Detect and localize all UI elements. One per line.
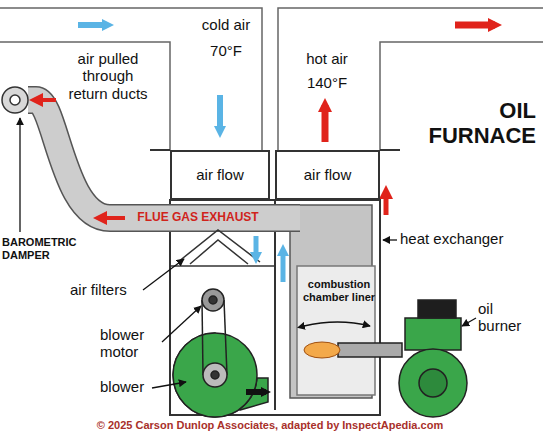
part-label: blower [100, 378, 152, 395]
return-duct [0, 42, 170, 150]
leader-lines [462, 318, 476, 326]
oil-burner [418, 300, 456, 318]
airflow-arrows [281, 250, 286, 282]
blower [202, 289, 224, 311]
flue-pipe [28, 100, 300, 218]
airflow-arrows [217, 95, 223, 132]
leader-lines [20, 118, 476, 388]
flue-pipe [28, 100, 300, 218]
air-filter [190, 240, 248, 264]
oil-burner [338, 300, 467, 417]
airflow-arrows [36, 25, 495, 392]
part-label: oil burner [478, 300, 540, 335]
title-label: OIL FURNACE [410, 98, 536, 149]
oil-burner [419, 369, 447, 397]
return-plenum-box: air flow [170, 150, 270, 200]
leader-lines [304, 322, 370, 326]
oil-burner [338, 343, 402, 357]
blower [209, 296, 217, 304]
airflow-arrows [455, 22, 495, 29]
airflow-arrows [78, 22, 108, 28]
airflow-arrows [100, 216, 125, 220]
part-label: BAROMETRIC DAMPER [2, 236, 94, 261]
blower [203, 363, 227, 387]
liner-box: combustion chamber liner [297, 268, 381, 314]
barometric-damper [10, 95, 20, 105]
blower [173, 333, 268, 417]
supply-plenum-box: air flow [275, 150, 380, 200]
temperature-label: 140°F [292, 74, 362, 91]
leader-lines [143, 259, 184, 290]
air-label: hot air [292, 50, 362, 67]
part-label: air filters [70, 281, 144, 298]
flue-pipe [28, 100, 300, 218]
node-text: FLUE GAS EXHAUST [137, 211, 258, 225]
node-text: air flow [304, 166, 352, 183]
air-filter [178, 230, 260, 262]
part-label: heat exchanger [400, 230, 510, 247]
leader-lines [383, 239, 397, 240]
airflow-arrows [384, 192, 389, 215]
airflow-arrows [36, 98, 56, 102]
leader-lines [152, 382, 186, 388]
supply-duct [278, 8, 543, 150]
supply-duct [380, 42, 543, 150]
blower [173, 289, 268, 417]
air-filter [170, 265, 275, 267]
blower [211, 371, 219, 379]
leader-lines [19, 118, 20, 232]
cabinet [380, 149, 400, 151]
air-label: air pulled through return ducts [62, 50, 154, 102]
air-filter [170, 230, 275, 266]
airflow-arrows [246, 389, 266, 395]
copyright-note: © 2025 Carson Dunlop Associates, adapted… [60, 419, 480, 432]
flame [304, 342, 340, 358]
oil-burner [405, 318, 461, 350]
airflow-arrows [322, 105, 329, 142]
blower [224, 300, 227, 375]
air-label: cold air [196, 16, 256, 33]
part-label: blower motor [100, 326, 162, 361]
temperature-label: 70°F [196, 42, 256, 59]
supply-duct [278, 8, 543, 150]
cabinet [150, 149, 170, 151]
flame [304, 342, 340, 358]
flue-band: FLUE GAS EXHAUST [118, 206, 278, 230]
node-text: air flow [196, 166, 244, 183]
oil-burner [399, 349, 467, 417]
barometric-damper [2, 87, 28, 113]
blower [173, 333, 257, 417]
leader-lines [162, 306, 201, 342]
blower [202, 300, 203, 375]
node-text: combustion chamber liner [300, 278, 378, 303]
barometric-damper [2, 87, 28, 113]
airflow-arrows [254, 236, 259, 258]
